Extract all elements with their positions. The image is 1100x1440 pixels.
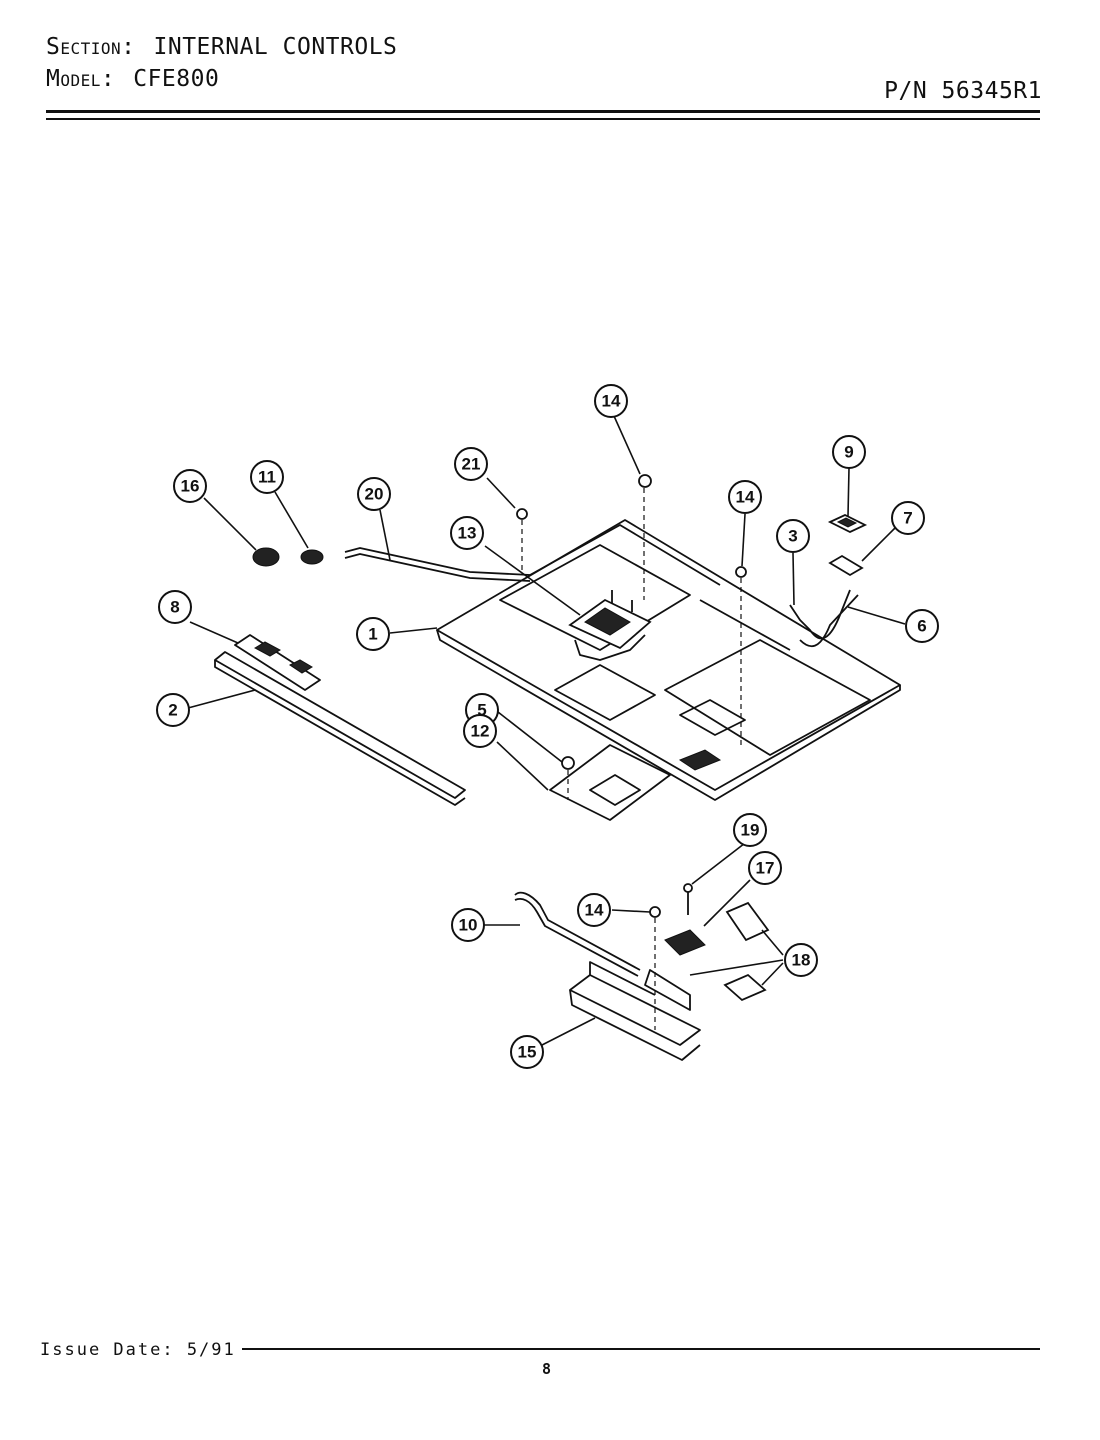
control-panel-base [436, 519, 901, 801]
callout-14-right: 14 [728, 480, 762, 514]
svg-text:9: 9 [844, 443, 853, 462]
callout-15: 15 [510, 1035, 544, 1069]
terminal-block-assembly [514, 883, 770, 1061]
switch-strip [234, 634, 321, 691]
svg-text:5: 5 [477, 701, 486, 720]
svg-text:18: 18 [792, 951, 811, 970]
svg-text:11: 11 [258, 468, 276, 487]
callout-13: 13 [450, 516, 484, 550]
svg-text:2: 2 [168, 701, 177, 720]
header-rule-secondary [46, 118, 1040, 120]
svg-text:6: 6 [917, 617, 926, 636]
knobs [252, 547, 324, 567]
callout-2: 2 [156, 693, 190, 727]
svg-text:8: 8 [170, 598, 179, 617]
leader-lines [187, 415, 906, 1046]
callout-11: 11 [250, 460, 284, 494]
svg-text:14: 14 [736, 488, 755, 507]
rail-bracket [214, 651, 466, 806]
model-heading: Model: CFE800 [46, 66, 219, 92]
callout-1: 1 [356, 617, 390, 651]
callout-14-bottom: 14 [577, 893, 611, 927]
callout-12: 12 [463, 714, 497, 748]
callout-6: 6 [905, 609, 939, 643]
callout-17: 17 [748, 851, 782, 885]
callout-9: 9 [832, 435, 866, 469]
svg-text:3: 3 [788, 527, 797, 546]
svg-text:13: 13 [458, 524, 477, 543]
callout-14-top: 14 [594, 384, 628, 418]
callout-21: 21 [454, 447, 488, 481]
svg-text:15: 15 [518, 1043, 537, 1062]
mounting-bracket [549, 744, 671, 821]
svg-text:19: 19 [741, 821, 760, 840]
model-number: CFE800 [133, 66, 220, 92]
callout-19: 19 [733, 813, 767, 847]
wire-clips [789, 514, 868, 648]
svg-text:21: 21 [462, 455, 481, 474]
shaft-rod [344, 547, 531, 582]
svg-text:20: 20 [365, 485, 384, 504]
callout-16: 16 [173, 469, 207, 503]
section-title: INTERNAL CONTROLS [153, 34, 398, 60]
page-number: 8 [542, 1360, 552, 1378]
callout-8: 8 [158, 590, 192, 624]
callout-3: 3 [776, 519, 810, 553]
footer-rule [40, 1348, 1040, 1350]
header-rule [46, 110, 1040, 113]
model-label: Model: [46, 66, 116, 92]
svg-text:14: 14 [602, 392, 621, 411]
svg-text:16: 16 [181, 477, 200, 496]
callout-7: 7 [891, 501, 925, 535]
section-label: Section: [46, 34, 136, 60]
svg-text:7: 7 [903, 509, 912, 528]
svg-text:1: 1 [368, 625, 377, 644]
svg-text:12: 12 [471, 722, 490, 741]
callout-20: 20 [357, 477, 391, 511]
svg-text:14: 14 [585, 901, 604, 920]
svg-text:10: 10 [459, 916, 478, 935]
callout-10: 10 [451, 908, 485, 942]
timer-assembly [568, 590, 652, 661]
section-heading: Section: INTERNAL CONTROLS [46, 34, 397, 60]
svg-text:17: 17 [756, 859, 775, 878]
issue-date: Issue Date: 5/91 [40, 1340, 242, 1360]
callout-18: 18 [784, 943, 818, 977]
screws [516, 474, 747, 1030]
part-number: P/N 56345R1 [884, 78, 1042, 104]
